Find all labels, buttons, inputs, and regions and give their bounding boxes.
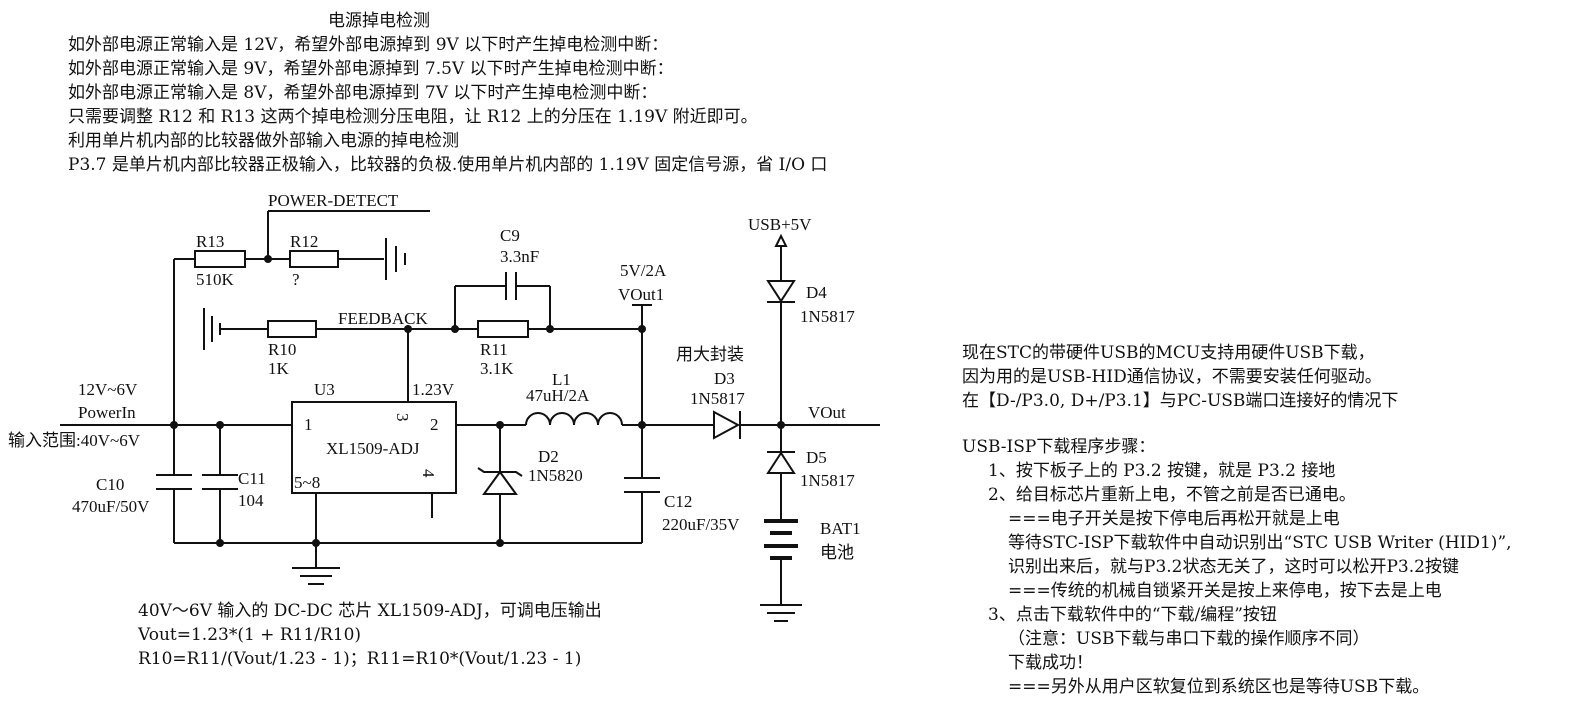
u3-pin4: 4 xyxy=(419,469,438,478)
usb5v-label: USB+5V xyxy=(748,215,812,234)
r10-ref: R10 xyxy=(268,340,296,359)
c9-value: 3.3nF xyxy=(500,247,539,266)
vout-rating-label: 5V/2A xyxy=(620,261,667,280)
r13-value: 510K xyxy=(196,270,235,289)
input-range-label: 12V~6V xyxy=(78,380,138,399)
d3-value: 1N5817 xyxy=(690,389,745,408)
isp-line: ===传统的机械自锁紧开关是按上来停电，按下去是上电 xyxy=(1008,581,1442,601)
r13-ref: R13 xyxy=(196,232,224,251)
d3-diode xyxy=(713,410,741,440)
usb-info-line: 现在STC的带硬件USB的MCU支持用硬件USB下载， xyxy=(962,343,1375,363)
bat1-value: 电池 xyxy=(820,543,854,562)
c11-ref: C11 xyxy=(238,469,266,488)
r12-resistor xyxy=(289,250,339,268)
powerin-label: PowerIn xyxy=(78,403,136,422)
c9-ref: C9 xyxy=(500,226,520,245)
d2-value: 1N5820 xyxy=(528,466,583,485)
u3-pin1: 1 xyxy=(304,415,313,434)
u3-vref: 1.23V xyxy=(412,380,455,399)
d4-diode xyxy=(766,280,796,303)
isp-line: 等待STC-ISP下载软件中自动识别出“STC USB Writer (HID1… xyxy=(1008,533,1512,553)
note-line: P3.7 是单片机内部比较器正极输入，比较器的负极.使用单片机内部的 1.19V… xyxy=(68,155,828,175)
isp-line: ===另外从用户区软复位到系统区也是等待USB下载。 xyxy=(1008,677,1430,697)
power-detect-label: POWER-DETECT xyxy=(268,191,399,210)
note-line: 如外部电源正常输入是 8V，希望外部电源掉到 7V 以下时产生掉电检测中断： xyxy=(68,83,658,103)
usb-info-line: 在【D-/P3.0, D+/P3.1】与PC-USB端口连接好的情况下 xyxy=(962,391,1399,411)
r11-value: 3.1K xyxy=(480,359,514,378)
d5-value: 1N5817 xyxy=(800,471,855,490)
formula-line: Vout=1.23*(1 + R11/R10) xyxy=(138,625,362,645)
note-line: 只需要调整 R12 和 R13 这两个掉电检测分压电阻，让 R12 上的分压在 … xyxy=(68,107,758,127)
u3-part: XL1509-ADJ xyxy=(326,439,420,458)
u3-ref: U3 xyxy=(314,380,335,399)
d3-ref: D3 xyxy=(714,369,735,388)
d5-diode xyxy=(766,451,796,474)
bat1-ref: BAT1 xyxy=(820,519,861,538)
vout-label: VOut xyxy=(808,403,846,422)
isp-line: 1、按下板子上的 P3.2 按键，就是 P3.2 接地 xyxy=(988,461,1336,481)
vout1-label: VOut1 xyxy=(618,285,664,304)
u3-pin2: 2 xyxy=(430,415,439,434)
note-line: 利用单片机内部的比较器做外部输入电源的掉电检测 xyxy=(68,131,459,151)
u3-pin58: 5~8 xyxy=(294,473,320,492)
c10-ref: C10 xyxy=(96,475,124,494)
r11-resistor xyxy=(477,320,529,338)
note-line: 如外部电源正常输入是 9V，希望外部电源掉到 7.5V 以下时产生掉电检测中断： xyxy=(68,59,674,79)
c12-ref: C12 xyxy=(664,492,692,511)
d2-diode xyxy=(482,470,518,495)
isp-line: ===电子开关是按下停电后再松开就是上电 xyxy=(1008,509,1340,529)
l1-inductor xyxy=(525,412,623,426)
isp-line: 下载成功！ xyxy=(1008,653,1093,673)
isp-line: 2、给目标芯片重新上电，不管之前是否已通电。 xyxy=(988,485,1356,505)
r12-ref: R12 xyxy=(290,232,318,251)
isp-title: USB-ISP下载程序步骤： xyxy=(962,437,1156,457)
isp-line: （注意：USB下载与串口下载的操作顺序不同） xyxy=(1008,629,1370,649)
feedback-label: FEEDBACK xyxy=(338,309,428,328)
notes-title: 电源掉电检测 xyxy=(328,11,430,31)
input-range-cn-label: 输入范围:40V~6V xyxy=(8,431,141,450)
usb-info-line: 因为用的是USB-HID通信协议，不需要安装任何驱动。 xyxy=(962,367,1382,387)
d4-value: 1N5817 xyxy=(800,307,855,326)
r11-ref: R11 xyxy=(480,340,508,359)
l1-ref: L1 xyxy=(552,370,571,389)
isp-line: 识别出来后，就与P3.2状态无关了，这时可以松开P3.2按键 xyxy=(1008,557,1459,577)
u3-chip xyxy=(291,401,457,494)
l1-value: 47uH/2A xyxy=(526,386,590,405)
c10-value: 470uF/50V xyxy=(72,497,150,516)
formula-line: 40V～6V 输入的 DC-DC 芯片 XL1509-ADJ，可调电压输出 xyxy=(138,601,602,621)
d4-ref: D4 xyxy=(806,283,827,302)
r13-resistor xyxy=(194,250,246,268)
isp-line: 3、点击下载软件中的“下载/编程”按钮 xyxy=(988,605,1277,625)
r12-value: ? xyxy=(292,270,300,289)
r10-value: 1K xyxy=(268,359,290,378)
c12-value: 220uF/35V xyxy=(662,515,740,534)
formula-line: R10=R11/(Vout/1.23 - 1)；R11=R10*(Vout/1.… xyxy=(138,649,582,669)
u3-pin3: 3 xyxy=(393,413,412,422)
note-line: 如外部电源正常输入是 12V，希望外部电源掉到 9V 以下时产生掉电检测中断： xyxy=(68,35,669,55)
d5-ref: D5 xyxy=(806,448,827,467)
r10-resistor xyxy=(267,320,317,338)
d3-note: 用大封装 xyxy=(676,345,744,364)
d2-ref: D2 xyxy=(538,447,559,466)
c11-value: 104 xyxy=(238,491,264,510)
